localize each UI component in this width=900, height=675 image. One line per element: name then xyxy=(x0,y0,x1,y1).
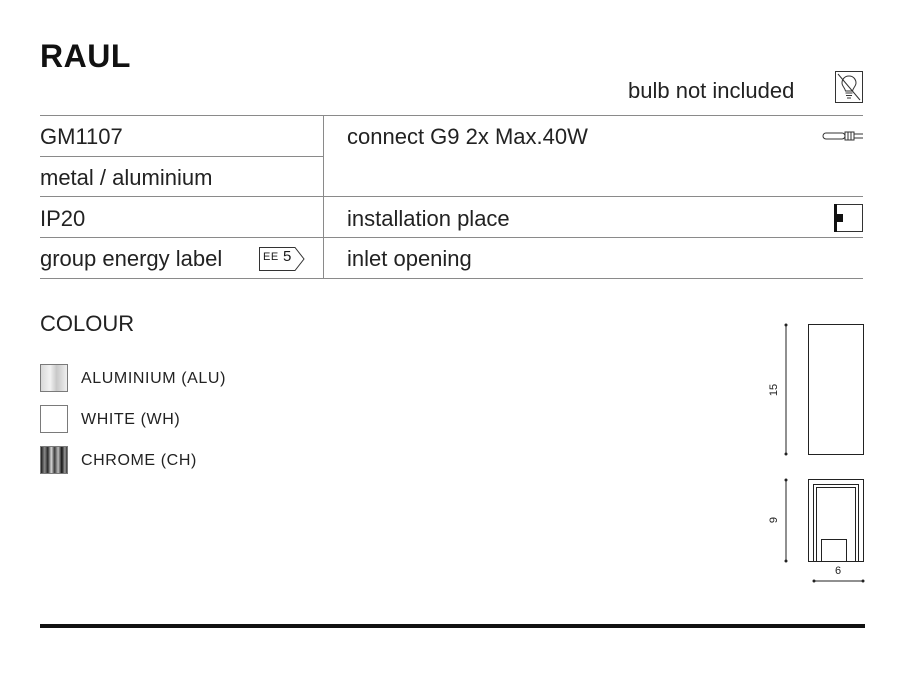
table-divider xyxy=(40,156,323,157)
colour-label-aluminium: ALUMINIUM (ALU) xyxy=(81,370,227,387)
dimension-drawing: 15 9 6 xyxy=(755,318,875,588)
colour-heading: COLOUR xyxy=(40,311,135,336)
swatch-chrome xyxy=(40,446,68,474)
table-divider xyxy=(40,237,863,238)
table-divider xyxy=(40,115,863,116)
energy-label-text: group energy label xyxy=(40,246,223,271)
energy-badge-prefix: EE xyxy=(263,251,279,263)
material: metal / aluminium xyxy=(40,165,213,190)
depth-dimension: 9 xyxy=(768,517,780,523)
product-code: GM1107 xyxy=(40,124,123,149)
energy-class-badge: EE 5 xyxy=(259,247,305,271)
bottom-rule xyxy=(40,624,865,628)
ip-rating: IP20 xyxy=(40,206,86,231)
table-divider xyxy=(40,278,863,279)
table-column-divider xyxy=(323,115,324,278)
energy-badge-value: 5 xyxy=(283,248,292,265)
height-dimension: 15 xyxy=(768,384,780,396)
colour-label-chrome: CHROME (CH) xyxy=(81,452,197,469)
front-view-outline xyxy=(808,324,864,455)
swatch-aluminium xyxy=(40,364,68,392)
table-divider xyxy=(40,196,863,197)
g9-bulb-icon xyxy=(822,129,864,141)
wall-mount-icon xyxy=(834,204,863,232)
swatch-white xyxy=(40,405,68,433)
colour-label-white: WHITE (WH) xyxy=(81,411,181,428)
bulb-crossed-icon xyxy=(835,71,863,103)
product-title: RAUL xyxy=(40,38,131,74)
width-dimension: 6 xyxy=(835,565,841,577)
installation-place: installation place xyxy=(347,206,510,231)
inlet-opening: inlet opening xyxy=(347,246,472,271)
connection-spec: connect G9 2x Max.40W xyxy=(347,124,588,149)
bulb-not-included-text: bulb not included xyxy=(628,78,795,103)
